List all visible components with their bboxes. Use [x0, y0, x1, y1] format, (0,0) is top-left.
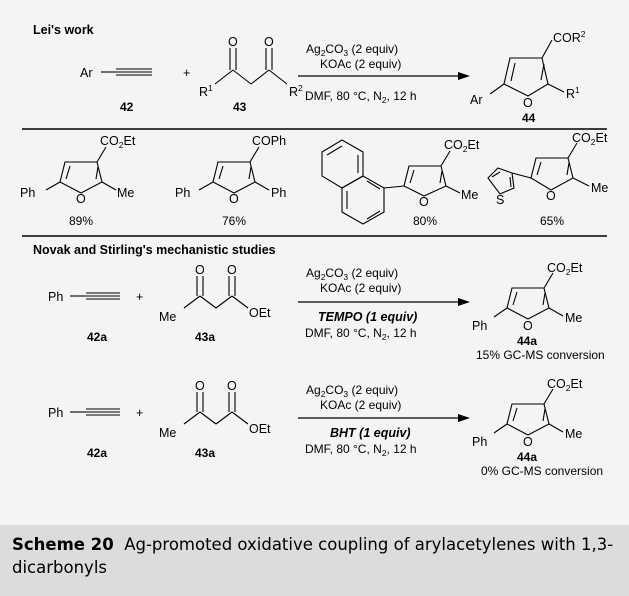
compound-44-label: 44	[522, 111, 536, 125]
conditions-a: DMF, 80 °C, N2, 12 h	[305, 89, 417, 105]
carbonyl-o-2: O	[264, 35, 274, 49]
example-4-right-group: Me	[591, 181, 608, 195]
scheme-caption: Scheme 20 Ag-promoted oxidative coupling…	[0, 525, 629, 596]
row2-conversion: 0% GC-MS conversion	[481, 464, 603, 478]
example-3-bonds	[321, 139, 461, 225]
section-a-heading: Lei's work	[33, 23, 94, 37]
row1-additive: TEMPO (1 equiv)	[318, 310, 417, 324]
reaction-scheme: Lei's work Ar 42 + O O R1 R2 43 Ag2CO3 (…	[0, 0, 629, 525]
section-b-heading: Novak and Stirling's mechanistic studies	[33, 243, 276, 257]
example-3-right-group: Me	[461, 188, 478, 202]
reagent-koac-a: KOAc (2 equiv)	[320, 57, 401, 71]
product-r1: R1	[566, 85, 580, 101]
row1-plus: +	[136, 290, 143, 304]
row1-label-42a: 42a	[87, 330, 107, 344]
row1-product-bonds	[493, 272, 564, 320]
row1-ketone-o: O	[195, 263, 205, 277]
row1-product-oxygen: O	[523, 319, 533, 333]
example-1-substituent: CO2Et	[100, 134, 136, 150]
product-cor2: COR2	[553, 29, 586, 45]
row1-product-substituent: CO2Et	[547, 261, 583, 277]
row2-product-me: Me	[565, 427, 582, 441]
row1-conditions: DMF, 80 °C, N2, 12 h	[305, 326, 417, 342]
row2-product-ph: Ph	[472, 435, 487, 449]
arrowhead-a	[458, 72, 470, 80]
row2-reagent-ag2co3: Ag2CO3 (2 equiv)	[306, 383, 398, 399]
product-ar: Ar	[470, 93, 483, 107]
row1-alkyne-ph: Ph	[48, 290, 63, 304]
example-2-substituent: COPh	[252, 134, 286, 148]
example-4-sulfur: S	[496, 193, 504, 207]
row1-product-me: Me	[565, 311, 582, 325]
example-4-oxygen: O	[546, 189, 556, 203]
row2-alkyne-bonds	[70, 408, 120, 416]
example-2-left-group: Ph	[175, 186, 190, 200]
row1-label-43a: 43a	[195, 330, 215, 344]
row2-product-oxygen: O	[523, 435, 533, 449]
reagent-ag2co3-a: Ag2CO3 (2 equiv)	[306, 42, 398, 58]
example-2-bonds	[198, 146, 270, 194]
example-2-yield: 76%	[222, 214, 246, 228]
row2-additive: BHT (1 equiv)	[330, 426, 411, 440]
row2-product-bonds	[493, 388, 564, 436]
row1-conversion: 15% GC-MS conversion	[476, 348, 605, 362]
plus-sign-a: +	[183, 66, 190, 80]
example-2-right-group: Ph	[271, 186, 286, 200]
row1-oet: OEt	[249, 306, 271, 320]
row2-label-42a: 42a	[87, 446, 107, 460]
example-4-yield: 65%	[540, 214, 564, 228]
row2-label-43a: 43a	[195, 446, 215, 460]
scheme-drawing: Lei's work Ar 42 + O O R1 R2 43 Ag2CO3 (…	[20, 23, 608, 478]
example-3-yield: 80%	[413, 214, 437, 228]
example-4-bonds	[487, 142, 590, 195]
row1-ketoester-bonds	[183, 276, 249, 309]
row2-ester-o: O	[227, 379, 237, 393]
row2-ketoester-bonds	[183, 392, 249, 425]
compound-43-label: 43	[233, 100, 247, 114]
row2-me: Me	[159, 426, 176, 440]
dicarbonyl-bonds	[214, 48, 288, 85]
alkyne-ar-label: Ar	[80, 66, 93, 80]
row1-label-44a: 44a	[517, 334, 537, 348]
row1-alkyne-bonds	[70, 292, 120, 300]
row2-oet: OEt	[249, 422, 271, 436]
row1-ester-o: O	[227, 263, 237, 277]
carbonyl-o-1: O	[228, 35, 238, 49]
r2-group: R2	[289, 83, 303, 99]
row2-plus: +	[136, 406, 143, 420]
alkyne-bonds	[101, 68, 152, 76]
example-1-oxygen: O	[76, 192, 86, 206]
r1-group: R1	[199, 83, 213, 99]
furan-44-oxygen: O	[523, 96, 533, 110]
example-3-oxygen: O	[419, 195, 429, 209]
row2-product-substituent: CO2Et	[547, 377, 583, 393]
caption-number: Scheme 20	[12, 535, 114, 554]
row2-label-44a: 44a	[517, 450, 537, 464]
furan-44-bonds	[489, 39, 565, 97]
caption-text: Ag-promoted oxidative coupling of arylac…	[12, 535, 614, 577]
row1-product-ph: Ph	[472, 319, 487, 333]
example-1-yield: 89%	[69, 214, 93, 228]
row2-reagent-koac: KOAc (2 equiv)	[320, 398, 401, 412]
row2-arrowhead	[458, 414, 470, 422]
row1-arrowhead	[458, 298, 470, 306]
example-1-right-group: Me	[117, 186, 134, 200]
row1-reagent-ag2co3: Ag2CO3 (2 equiv)	[306, 266, 398, 282]
compound-42-label: 42	[120, 100, 134, 114]
example-1-bonds	[45, 146, 117, 194]
row2-ketone-o: O	[195, 379, 205, 393]
example-4-substituent: CO2Et	[572, 131, 608, 147]
row2-alkyne-ph: Ph	[48, 406, 63, 420]
row2-conditions: DMF, 80 °C, N2, 12 h	[305, 442, 417, 458]
row1-me: Me	[159, 310, 176, 324]
example-3-substituent: CO2Et	[444, 138, 480, 154]
example-1-left-group: Ph	[20, 186, 35, 200]
row1-reagent-koac: KOAc (2 equiv)	[320, 281, 401, 295]
example-2-oxygen: O	[229, 192, 239, 206]
